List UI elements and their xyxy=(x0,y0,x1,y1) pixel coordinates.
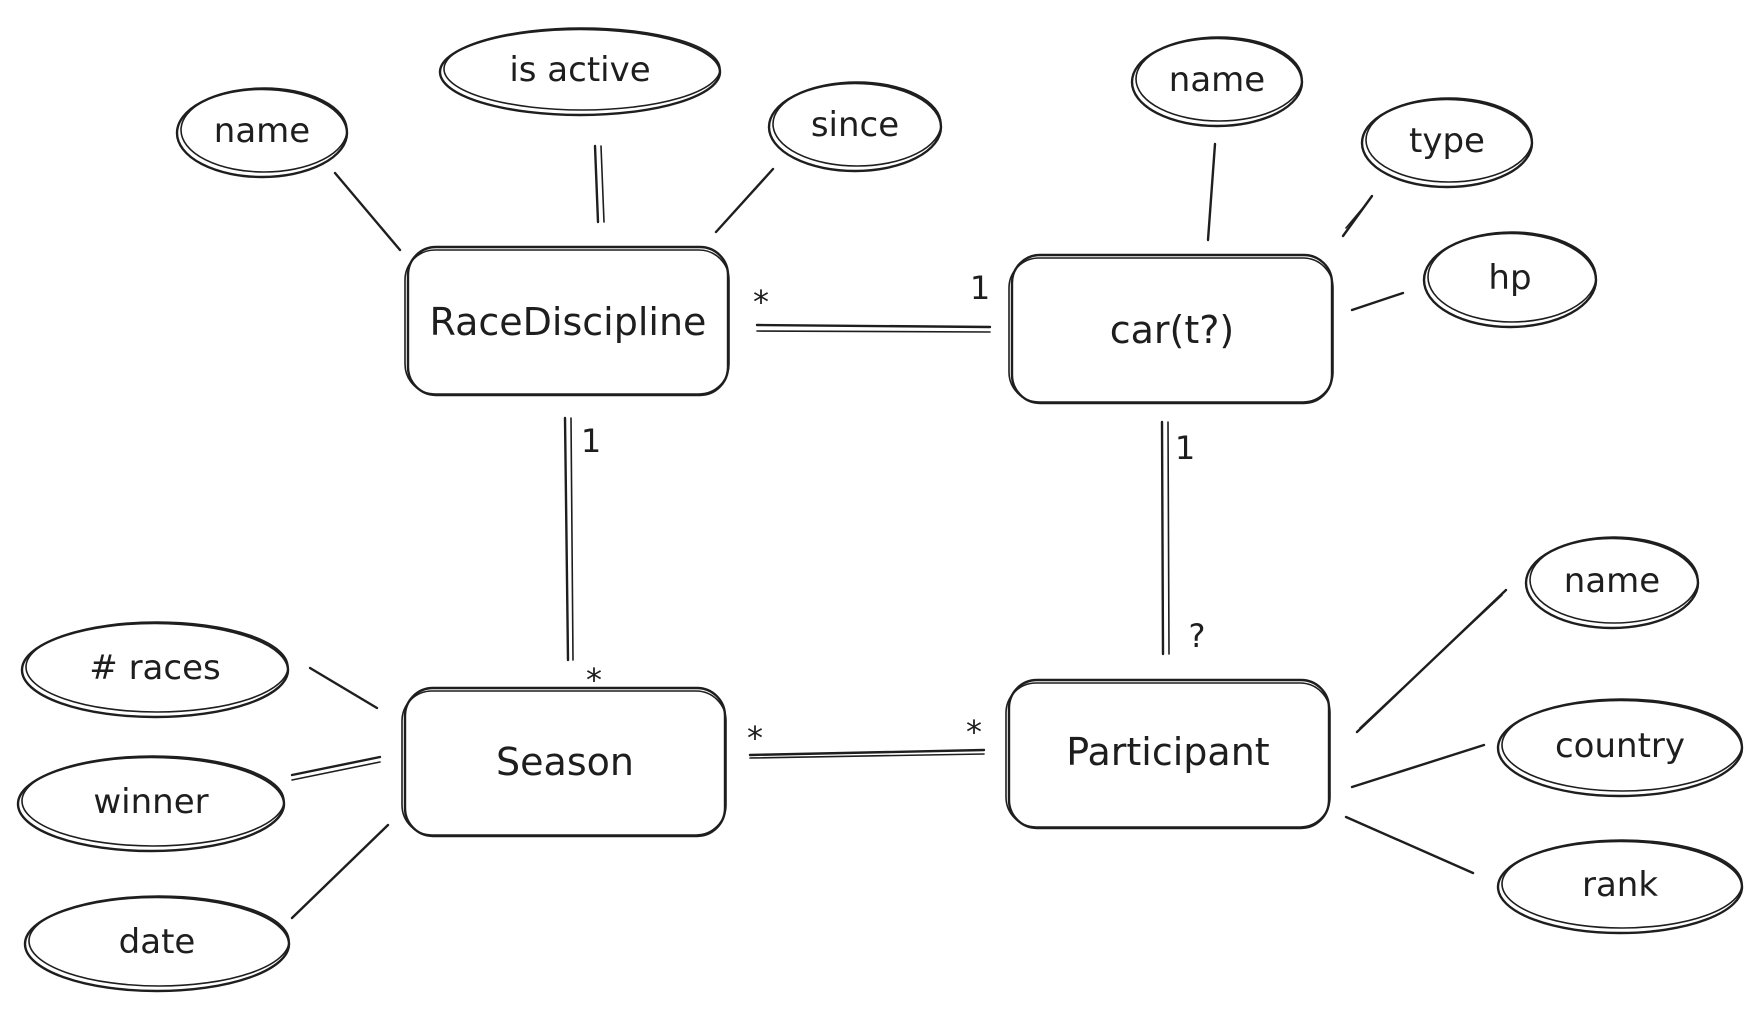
attribute-participant-country[interactable]: country xyxy=(1496,698,1744,798)
entity-season[interactable]: Season xyxy=(401,686,727,838)
attribute-label: rank xyxy=(1582,865,1658,905)
cardinality-race-car-car-end: 1 xyxy=(970,269,990,307)
attribute-race-discipline-since[interactable]: since xyxy=(767,81,943,173)
cardinality-car-participant-participant-end: ? xyxy=(1189,617,1206,655)
entity-car[interactable]: car(t?) xyxy=(1008,253,1334,405)
attribute-label: date xyxy=(119,922,196,962)
cardinality-season-participant-participant-end: * xyxy=(966,713,982,751)
relationship-car-participant xyxy=(1160,420,1170,656)
relationship-race-discipline-car xyxy=(755,323,992,333)
attribute-participant-name[interactable]: name xyxy=(1524,536,1700,630)
entity-race-discipline[interactable]: RaceDiscipline xyxy=(404,245,730,397)
attribute-car-hp[interactable]: hp xyxy=(1422,231,1598,329)
cardinality-race-season-season-end: * xyxy=(586,661,602,699)
cardinality-race-car-race-end: * xyxy=(753,283,769,321)
attribute-label: type xyxy=(1409,121,1485,161)
attribute-season-date[interactable]: date xyxy=(23,895,291,993)
attribute-season-winner[interactable]: winner xyxy=(16,755,286,853)
attribute-race-discipline-is-active[interactable]: is active xyxy=(438,27,722,117)
cardinality-season-participant-season-end: * xyxy=(747,719,763,757)
attribute-race-discipline-name[interactable]: name xyxy=(175,87,349,179)
attribute-participant-rank[interactable]: rank xyxy=(1496,839,1744,935)
attribute-label: name xyxy=(1564,561,1660,601)
cardinality-car-participant-car-end: 1 xyxy=(1175,429,1195,467)
relationship-season-participant xyxy=(748,748,986,759)
attribute-car-name[interactable]: name xyxy=(1130,36,1304,128)
attribute-label: is active xyxy=(509,50,650,90)
entity-participant[interactable]: Participant xyxy=(1005,678,1331,830)
attribute-label: winner xyxy=(93,782,208,822)
attribute-label: name xyxy=(1169,60,1265,100)
cardinality-race-season-race-end: 1 xyxy=(581,422,601,460)
attribute-season-races[interactable]: # races xyxy=(20,621,290,719)
attribute-car-type[interactable]: type xyxy=(1360,97,1534,189)
entity-label: RaceDiscipline xyxy=(430,300,707,344)
relationship-race-discipline-season xyxy=(563,416,574,662)
attribute-label: country xyxy=(1555,726,1685,766)
attribute-label: name xyxy=(214,111,310,151)
entity-label: Season xyxy=(496,740,634,784)
attribute-connectors xyxy=(290,142,1508,920)
attribute-label: hp xyxy=(1488,258,1531,298)
attribute-label: since xyxy=(811,105,899,145)
entity-label: Participant xyxy=(1066,730,1269,774)
attribute-label: # races xyxy=(89,648,220,688)
entity-label: car(t?) xyxy=(1110,308,1235,352)
